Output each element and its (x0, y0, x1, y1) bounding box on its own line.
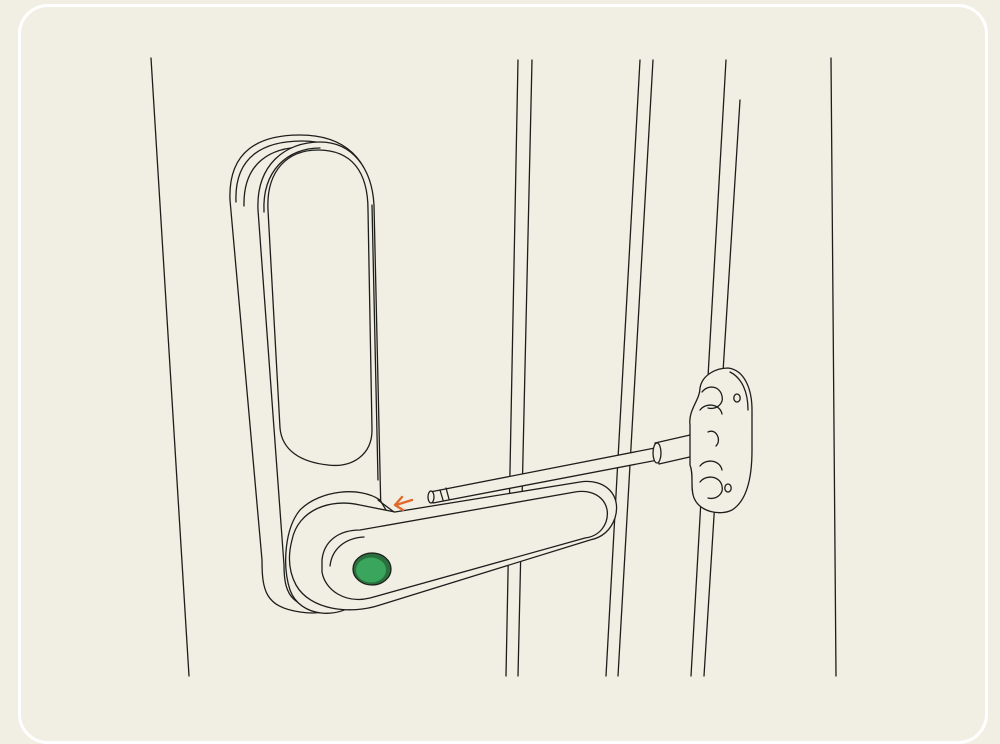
insert-direction-arrow-icon (395, 497, 412, 510)
release-button-icon (353, 553, 391, 585)
door-handle-lever-icon (286, 481, 617, 613)
